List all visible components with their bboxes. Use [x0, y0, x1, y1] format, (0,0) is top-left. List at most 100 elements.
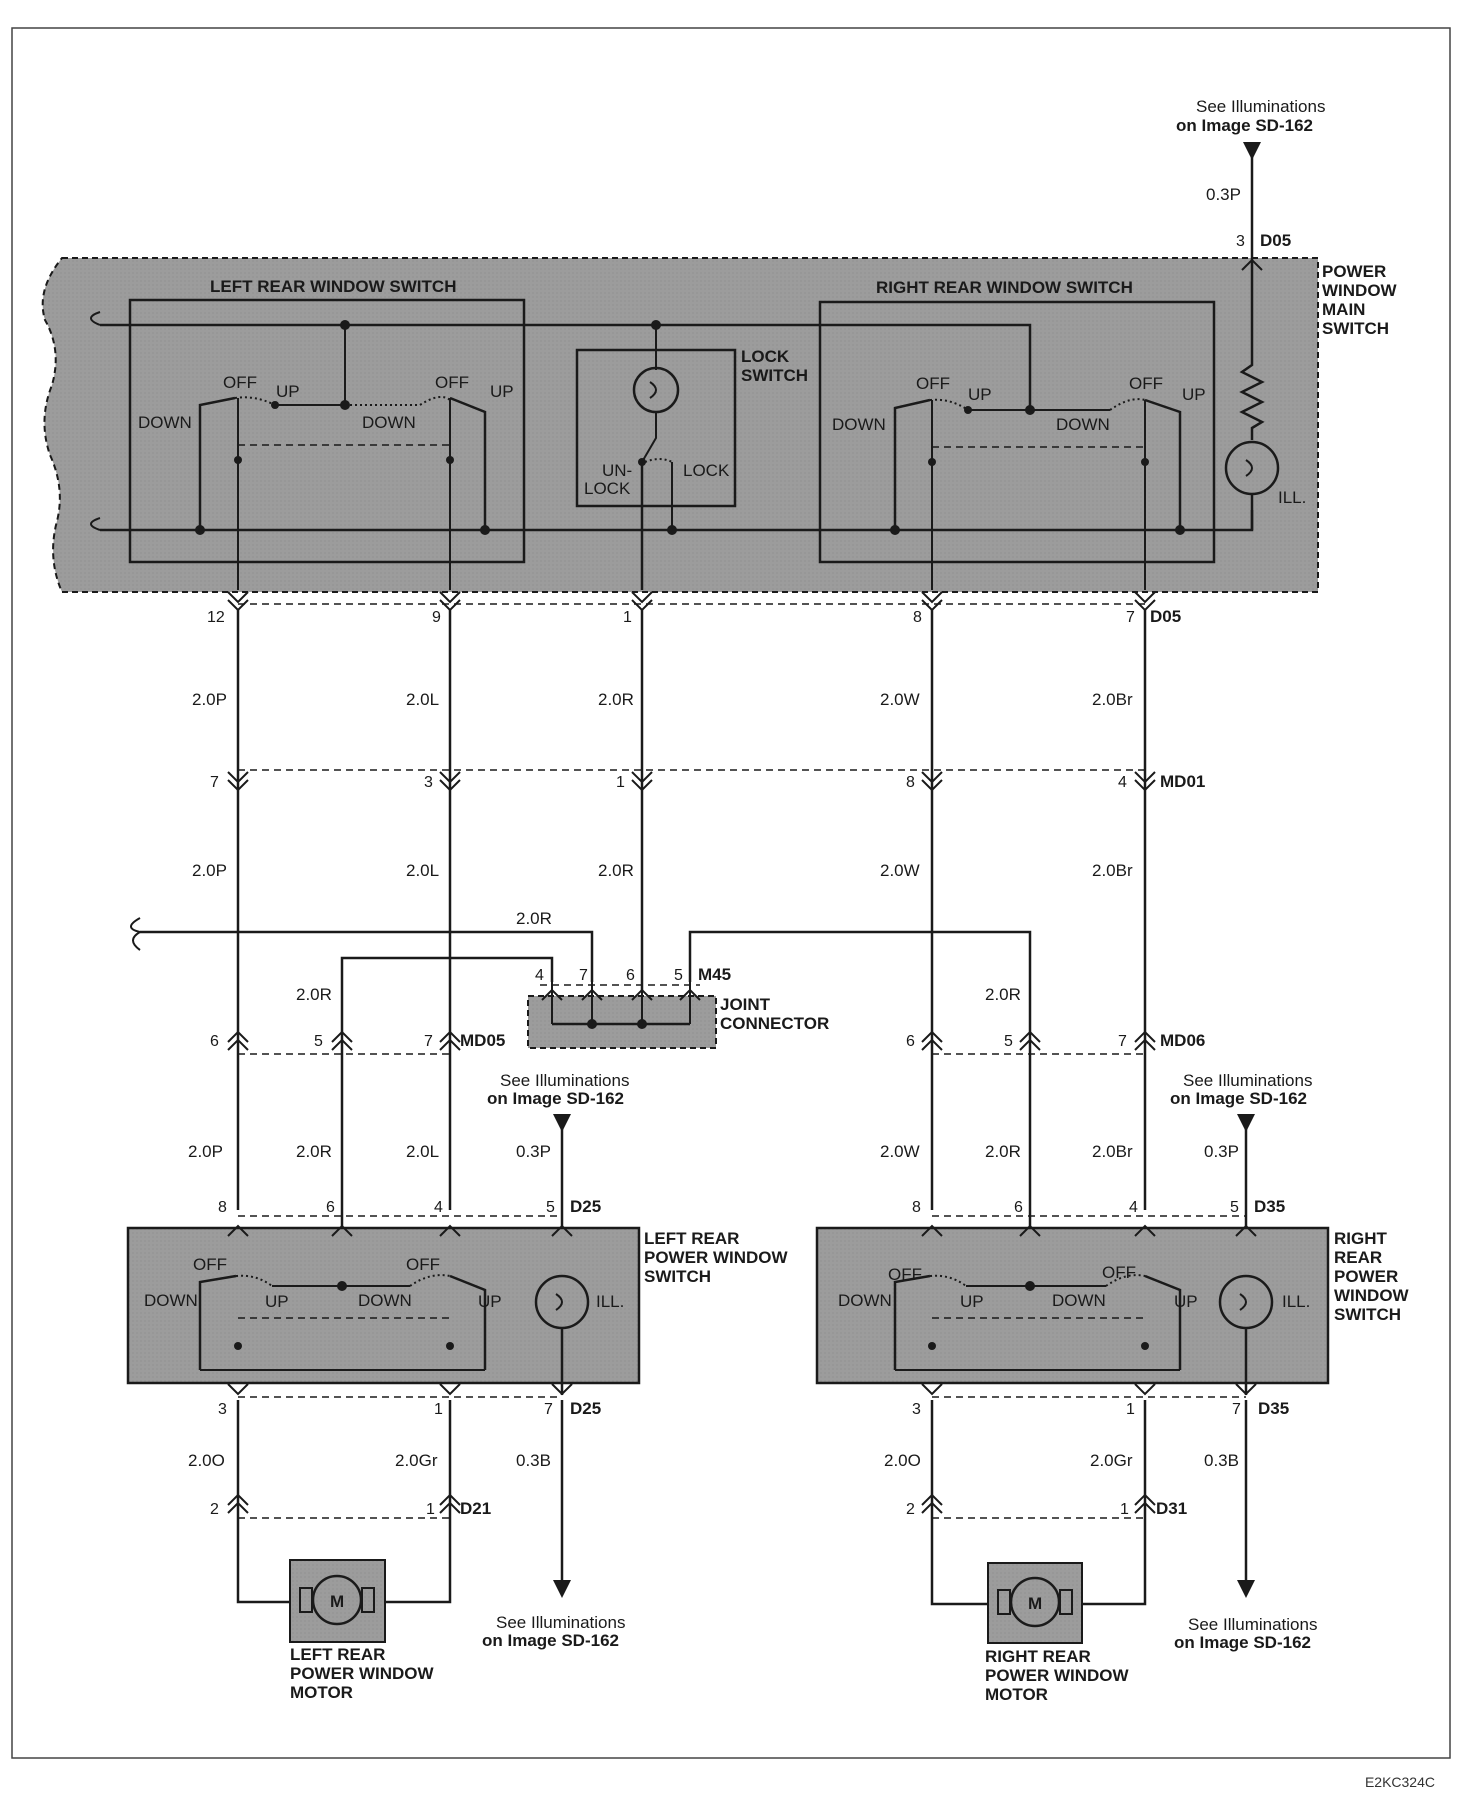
left-rear-switch-label-3: SWITCH [644, 1267, 711, 1286]
m45-marks [541, 988, 701, 1001]
joint-dot-1 [587, 1019, 597, 1029]
md05-connector: MD05 [460, 1031, 505, 1050]
main-switch-label-4: SWITCH [1322, 319, 1389, 338]
joint-feed-left [140, 930, 594, 982]
d35-pin-7: 7 [1232, 1401, 1241, 1418]
rrs-up-2: UP [1174, 1292, 1198, 1311]
rrs-ill-filament [1239, 1293, 1247, 1311]
right-rear-switch-label-3: POWER [1334, 1267, 1398, 1286]
left-rear-power-window-switch-box [126, 1226, 641, 1385]
right-switch-a [893, 398, 931, 530]
main-switch-label-1: POWER [1322, 262, 1386, 281]
rm-wire-b: 2.0Gr [1090, 1451, 1133, 1470]
rrs-ill-label: ILL. [1282, 1292, 1310, 1311]
left-ill-note-1: See Illuminations [500, 1071, 629, 1090]
wire-upper-3: 2.0R [598, 690, 634, 709]
rrs-down-2: DOWN [1052, 1291, 1106, 1310]
right-switch-c-arm [1144, 398, 1182, 530]
lrs-ill-filament [555, 1293, 563, 1311]
md01-connector: MD01 [1160, 772, 1205, 791]
right-switch-c-pivot-dot [1141, 458, 1149, 466]
lock-top-dot [651, 320, 661, 330]
d25-pin-1: 1 [434, 1401, 443, 1418]
lrs-ill-label: ILL. [596, 1292, 624, 1311]
d35-bottom-connector: D35 [1258, 1399, 1289, 1418]
d05-bottom-marks [227, 591, 1156, 612]
lm-bottom [236, 1598, 452, 1604]
right-down-1: DOWN [832, 415, 886, 434]
md01-pin-3: 3 [424, 774, 433, 791]
lrs-up-2: UP [478, 1292, 502, 1311]
joint-feed-right-rear [688, 930, 1032, 1035]
lrs-up-1: UP [265, 1292, 289, 1311]
d05-bottom-connector: D05 [1150, 607, 1181, 626]
joint-connector-label-1: JOINT [720, 995, 771, 1014]
wire-upper-1: 2.0P [192, 690, 227, 709]
wire-low-3: 2.0L [406, 1142, 439, 1161]
lock-lock-dot [667, 525, 677, 535]
left-switch-b-dot1 [340, 320, 350, 330]
right-rear-power-window-switch-box [815, 1226, 1330, 1385]
left-up-2: UP [490, 382, 514, 401]
right-rear-joint-wire-label: 2.0R [985, 985, 1021, 1004]
right-rear-window-switch-box [818, 300, 1216, 564]
lrs-arm-a [198, 1274, 237, 1370]
d35-top-connector: D35 [1254, 1197, 1285, 1216]
left-rear-switch-label-2: POWER WINDOW [644, 1248, 788, 1267]
md06-pin-6: 6 [906, 1033, 915, 1050]
lock-switch-label-1: LOCK [741, 347, 790, 366]
page-frame [11, 27, 1451, 1759]
d35-pin-1: 1 [1126, 1401, 1135, 1418]
lrs-down-1: DOWN [144, 1291, 198, 1310]
md06-pin-7: 7 [1118, 1033, 1127, 1050]
right-motor-brush-l [997, 1589, 1011, 1615]
left-off-1: OFF [223, 373, 257, 392]
left-ill-note-2: on Image SD-162 [487, 1089, 624, 1108]
md01-pin-7: 7 [210, 774, 219, 791]
left-bus-tail-upper [90, 311, 101, 326]
left-rear-window-switch-box [128, 298, 526, 564]
rrs-arm-b [1144, 1274, 1182, 1370]
right-rear-switch-label-5: SWITCH [1334, 1305, 1401, 1324]
lock-arm [641, 412, 657, 463]
d21-pin-1: 1 [426, 1501, 435, 1518]
md06-connector: MD06 [1160, 1031, 1205, 1050]
right-rear-switch-top-marks [921, 1224, 1257, 1237]
left-rear-window-switch-label: LEFT REAR WINDOW SWITCH [210, 277, 456, 296]
left-motor-label-3: MOTOR [290, 1683, 353, 1702]
left-ill-out-note-1: See Illuminations [496, 1613, 625, 1632]
d05-pin-8: 8 [913, 609, 922, 626]
lrs-dot-b [446, 1342, 454, 1350]
rrs-off-1: OFF [888, 1265, 922, 1284]
wire-upper-4: 2.0W [880, 690, 920, 709]
lrs-bar-dot [337, 1281, 347, 1291]
right-ill-out-arrow-icon [1237, 1580, 1255, 1598]
top-note-line2: on Image SD-162 [1176, 116, 1313, 135]
right-ill-note-1: See Illuminations [1183, 1071, 1312, 1090]
left-up-1: UP [276, 382, 300, 401]
joint-dot-2 [637, 1019, 647, 1029]
left-switch-a [198, 396, 236, 530]
right-ill-out-note-2: on Image SD-162 [1174, 1633, 1311, 1652]
md05-pin-7: 7 [424, 1033, 433, 1050]
d25-pin-7: 7 [544, 1401, 553, 1418]
md01-pin-4: 4 [1118, 774, 1127, 791]
joint-feed-left-rear [340, 956, 554, 1035]
lock-arm-arc [644, 458, 673, 463]
wire-low-6: 2.0Br [1092, 1142, 1133, 1161]
joint-feed-tail [130, 917, 143, 951]
d35-bottom-marks [921, 1383, 1257, 1396]
lrs-off-2: OFF [406, 1255, 440, 1274]
main-switch-label-2: WINDOW [1322, 281, 1398, 300]
wire-mid-3: 2.0R [598, 861, 634, 880]
left-rear-switch-top-marks [227, 1224, 573, 1237]
d31-pin-1: 1 [1120, 1501, 1129, 1518]
right-up-1: UP [968, 385, 992, 404]
d35-pin-8: 8 [912, 1199, 921, 1216]
lock-indicator-filament [649, 381, 657, 399]
left-switch-a-arc [234, 396, 276, 406]
md01-pin-1: 1 [616, 774, 625, 791]
left-switch-c-pivot-dot [446, 456, 454, 464]
right-switch-a-pivot-dot [928, 458, 936, 466]
